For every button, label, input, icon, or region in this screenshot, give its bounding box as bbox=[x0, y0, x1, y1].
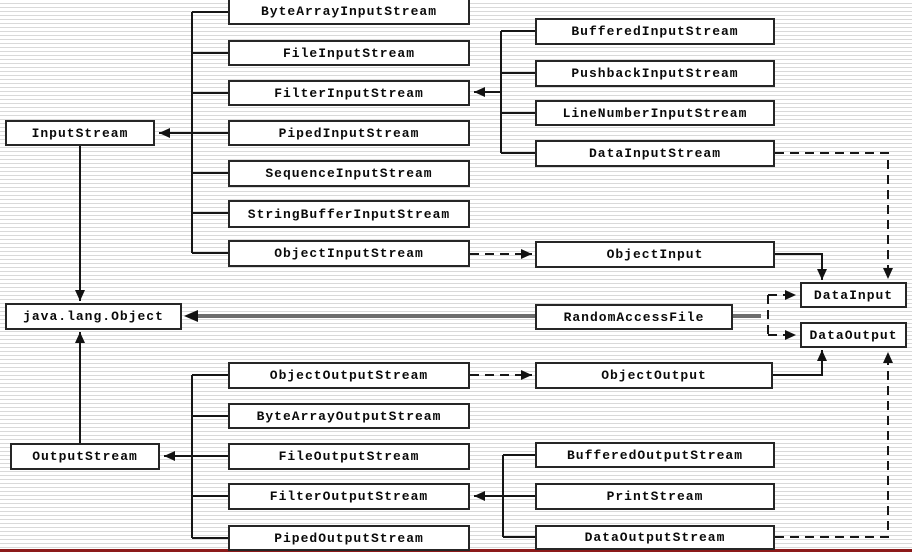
node-buffered-input-stream: BufferedInputStream bbox=[535, 18, 775, 45]
node-java-lang-object: java.lang.Object bbox=[5, 303, 182, 330]
node-object-output-stream: ObjectOutputStream bbox=[228, 362, 470, 389]
node-byte-array-output-stream: ByteArrayOutputStream bbox=[228, 403, 470, 429]
node-data-output: DataOutput bbox=[800, 322, 907, 348]
node-object-input: ObjectInput bbox=[535, 241, 775, 268]
node-pushback-input-stream: PushbackInputStream bbox=[535, 60, 775, 87]
node-byte-array-input-stream: ByteArrayInputStream bbox=[228, 0, 470, 25]
node-input-stream: InputStream bbox=[5, 120, 155, 146]
node-output-stream: OutputStream bbox=[10, 443, 160, 470]
node-line-number-input-stream: LineNumberInputStream bbox=[535, 100, 775, 126]
node-random-access-file: RandomAccessFile bbox=[535, 304, 733, 330]
node-file-output-stream: FileOutputStream bbox=[228, 443, 470, 470]
node-piped-input-stream: PipedInputStream bbox=[228, 120, 470, 146]
node-string-buffer-input-stream: StringBufferInputStream bbox=[228, 200, 470, 228]
node-file-input-stream: FileInputStream bbox=[228, 40, 470, 66]
node-data-output-stream: DataOutputStream bbox=[535, 525, 775, 550]
node-object-output: ObjectOutput bbox=[535, 362, 773, 389]
node-data-input: DataInput bbox=[800, 282, 907, 308]
node-print-stream: PrintStream bbox=[535, 483, 775, 510]
node-sequence-input-stream: SequenceInputStream bbox=[228, 160, 470, 187]
node-data-input-stream: DataInputStream bbox=[535, 140, 775, 167]
node-object-input-stream: ObjectInputStream bbox=[228, 240, 470, 267]
node-filter-input-stream: FilterInputStream bbox=[228, 80, 470, 106]
node-piped-output-stream: PipedOutputStream bbox=[228, 525, 470, 551]
node-buffered-output-stream: BufferedOutputStream bbox=[535, 442, 775, 468]
node-filter-output-stream: FilterOutputStream bbox=[228, 483, 470, 510]
